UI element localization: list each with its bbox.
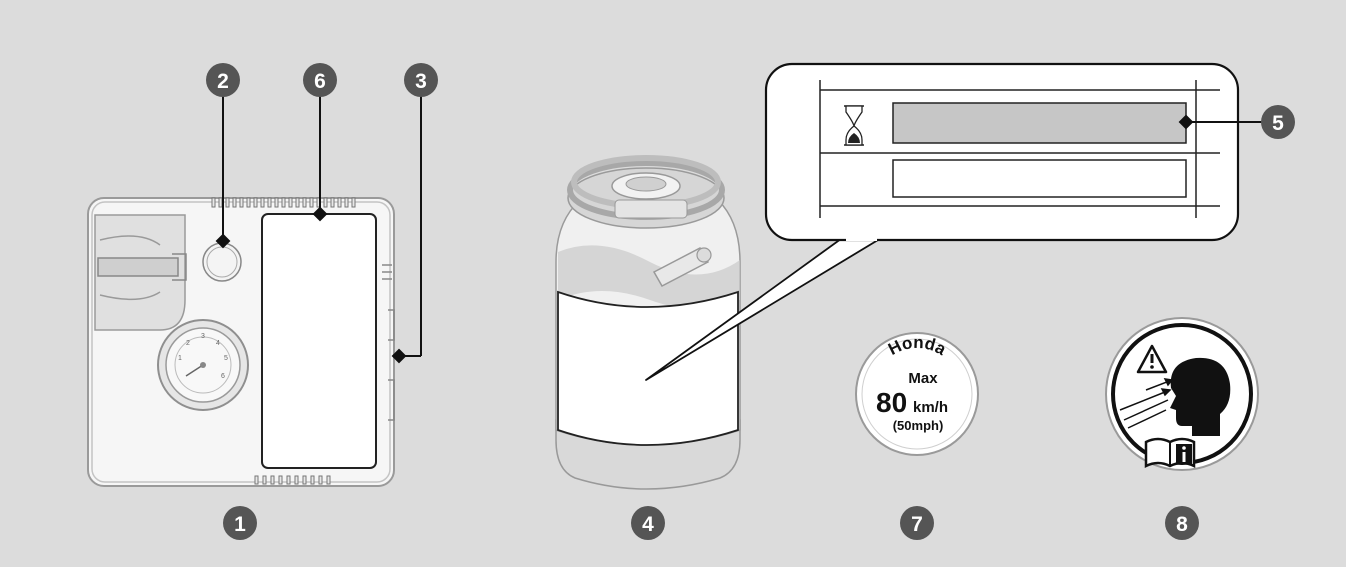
gauge-tick-1: 1 <box>178 355 182 362</box>
callout-badge-5: 5 <box>1261 105 1295 139</box>
sticker-mph: (50mph) <box>893 418 944 433</box>
manual-book-icon <box>1144 437 1196 469</box>
leader-lines <box>215 96 1262 364</box>
callout-6-label: 6 <box>314 70 326 93</box>
callout-badge-3: 3 <box>404 63 438 97</box>
hourglass-icon <box>844 105 864 146</box>
sticker-max-label: Max <box>908 370 938 387</box>
sticker-speed-unit: km/h <box>913 399 948 416</box>
gauge-tick-2: 2 <box>186 340 190 347</box>
callout-2-label: 2 <box>217 70 229 93</box>
top-vent <box>211 197 356 208</box>
callout-badge-6: 6 <box>303 63 337 97</box>
callout-4-label: 4 <box>642 513 654 536</box>
callout-badge-7: 7 <box>900 506 934 540</box>
callout-5-label: 5 <box>1272 112 1284 135</box>
head-profile-icon <box>1170 357 1231 436</box>
warning-sticker <box>1105 317 1259 471</box>
sealant-bottle <box>555 155 741 490</box>
power-switch <box>202 242 242 282</box>
gauge-tick-3: 3 <box>201 333 205 340</box>
warning-triangle-icon <box>1136 344 1168 374</box>
sticker-speed-value: 80 <box>876 387 907 418</box>
compressor-label-panel <box>261 213 377 469</box>
callout-badge-2: 2 <box>206 63 240 97</box>
compressor-unit: 1 2 3 4 5 6 <box>87 197 395 487</box>
callout-badge-1: 1 <box>223 506 257 540</box>
label-zoom-callout <box>645 62 1240 381</box>
gauge-tick-5: 5 <box>224 355 228 362</box>
callout-8-label: 8 <box>1176 513 1188 536</box>
gauge-tick-6: 6 <box>221 373 225 380</box>
bottom-vent <box>254 475 331 485</box>
side-port <box>382 264 395 421</box>
spray-arrows <box>1119 378 1174 429</box>
callout-1-label: 1 <box>234 513 246 536</box>
blank-label-field <box>892 159 1187 198</box>
callout-badge-4: 4 <box>631 506 665 540</box>
callout-7-label: 7 <box>911 513 923 536</box>
hose-channel <box>94 214 187 331</box>
callout-3-label: 3 <box>415 70 427 93</box>
expiry-date-field <box>892 102 1187 144</box>
gauge-tick-4: 4 <box>216 340 220 347</box>
speed-limit-sticker: Honda Max 80 km/h (50mph) <box>855 332 979 456</box>
callout-badge-8: 8 <box>1165 506 1199 540</box>
pressure-gauge: 1 2 3 4 5 6 <box>157 319 249 411</box>
